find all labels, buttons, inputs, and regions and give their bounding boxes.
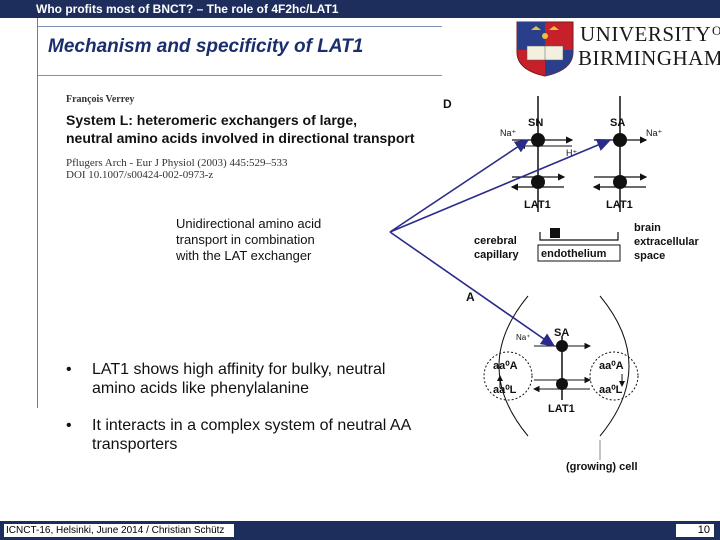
right-pool-top: aa⁰A [599,360,624,372]
footer-citation: ICNCT-16, Helsinki, June 2014 / Christia… [4,524,234,537]
reference-doi: DOI 10.1007/s00424-002-0973-z [66,169,214,181]
reference-author: François Verrey [66,94,135,105]
diagram-a: A SA Na⁺ LAT1 aa⁰A aa⁰L aa⁰A aa⁰L (growi… [466,290,639,473]
annotation-line1: Unidirectional amino acid [176,216,322,231]
cell-label: (growing) cell [566,461,638,473]
lat1-dot [556,378,568,390]
logo-university: UNIVERSITYOF [580,22,720,46]
header-bar: Who profits most of BNCT? – The role of … [0,0,720,18]
ion-h-label: H⁺ [566,148,577,158]
panel-d-label: D [443,97,452,111]
ion-na-right-label: Na⁺ [646,128,663,138]
bullet-1-line2: amino acids like phenylalanine [92,380,310,397]
transporter-sn-label: SN [528,117,543,129]
capillary-label-2: capillary [474,249,520,261]
arrow-to-sa-a [389,231,556,347]
diagram-d: D SN SA Na⁺ H⁺ Na⁺ LAT1 LAT1 cerebral ca… [443,96,700,262]
lat1-right-label: LAT1 [606,199,633,211]
panel-a-label: A [466,290,475,304]
capillary-label-1: cerebral [474,235,517,247]
reference-title-line2: neutral amino acids involved in directio… [66,130,415,146]
endothelium-label-box [537,244,621,262]
right-pool-bottom: aa⁰L [599,384,623,396]
cell-membrane-left [498,295,529,437]
title-box [38,26,442,76]
endothelium-label: endothelium [541,248,607,260]
sa-label: SA [554,327,569,339]
bullet-2-line2: transporters [92,436,178,453]
reference-journal: Pflugers Arch - Eur J Physiol (2003) 445… [66,157,288,169]
lat1-right-dot [613,175,627,189]
annotation-arrows [389,139,612,347]
lat1-label: LAT1 [548,403,575,415]
bullet-1-line1: LAT1 shows high affinity for bulky, neut… [92,361,386,378]
brain-label-1: brain [634,222,661,234]
ion-na-label: Na⁺ [516,333,530,342]
ion-na-left-label: Na⁺ [500,128,517,138]
left-pool-bottom: aa⁰L [493,384,517,396]
transporter-sa-label: SA [610,117,625,129]
slide-title: Mechanism and specificity of LAT1 [48,36,364,57]
lat1-left-label: LAT1 [524,199,551,211]
lat1-left-dot [531,175,545,189]
bullet-marker: • [66,417,72,434]
brain-label-3: space [634,250,665,262]
reference-title-line1: System L: heteromeric exchangers of larg… [66,112,357,128]
cell-membrane-right [599,295,630,437]
left-rule [37,18,38,408]
endothelium-block [550,228,560,238]
arrow-to-sn [389,139,530,233]
bullet-marker: • [66,361,72,378]
endothelium-bracket [539,232,619,241]
page-number: 10 [676,524,714,537]
annotation-line3: with the LAT exchanger [176,248,312,263]
logo-birmingham: BIRMINGHAM [578,46,720,70]
arrow-to-sa-d [389,139,612,233]
annotation-text: Unidirectional amino acid transport in c… [176,216,376,264]
left-pool-circle [483,351,533,401]
right-pool-circle [589,351,639,401]
university-crest-icon [516,21,574,77]
annotation-line2: transport in combination [176,232,315,247]
bullet-2-line1: It interacts in a complex system of neut… [92,417,412,434]
brain-label-2: extracellular [634,236,700,248]
header-title: Who profits most of BNCT? – The role of … [36,2,339,16]
left-pool-top: aa⁰A [493,360,518,372]
